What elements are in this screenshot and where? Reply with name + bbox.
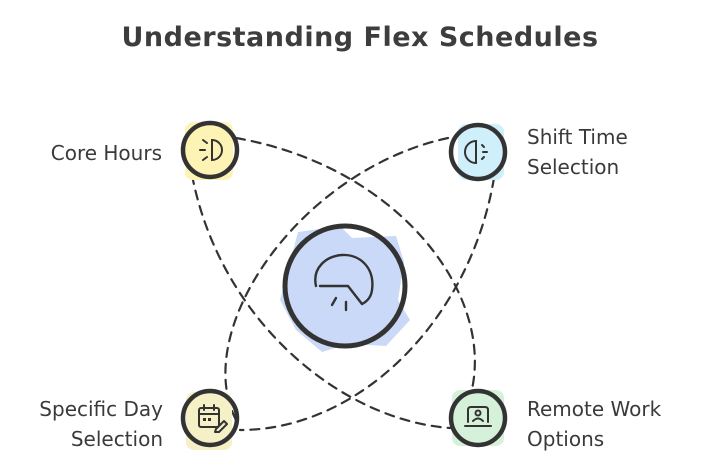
center-node — [280, 223, 410, 352]
node-specific-day-selection — [180, 388, 240, 450]
laptop-user-icon — [464, 406, 492, 427]
node-remote-work-options — [448, 388, 508, 448]
node-core-hours — [180, 120, 240, 180]
label-core-hours: Core Hours — [50, 141, 162, 165]
arc-top-left-to-bottom-right-outer — [190, 173, 452, 430]
label-shift-time-selection: Shift Time Selection — [527, 125, 628, 179]
arc-top-right-to-bottom-left — [224, 136, 450, 422]
arc-top-right-to-bottom-left-outer — [238, 176, 496, 432]
speedometer-gauge-icon — [314, 253, 374, 312]
diagram-title: Understanding Flex Schedules — [121, 22, 599, 53]
half-circle-dial-icon — [464, 139, 488, 165]
center-blob — [280, 226, 410, 352]
connector-arcs — [190, 136, 496, 432]
label-remote-work-options: Remote Work Options — [527, 397, 662, 451]
arc-top-left-to-bottom-right — [234, 136, 476, 432]
sun-half-icon — [199, 138, 223, 162]
node-shift-time-selection — [448, 122, 508, 182]
label-specific-day-selection: Specific Day Selection — [39, 397, 163, 451]
calendar-edit-icon — [198, 404, 228, 433]
